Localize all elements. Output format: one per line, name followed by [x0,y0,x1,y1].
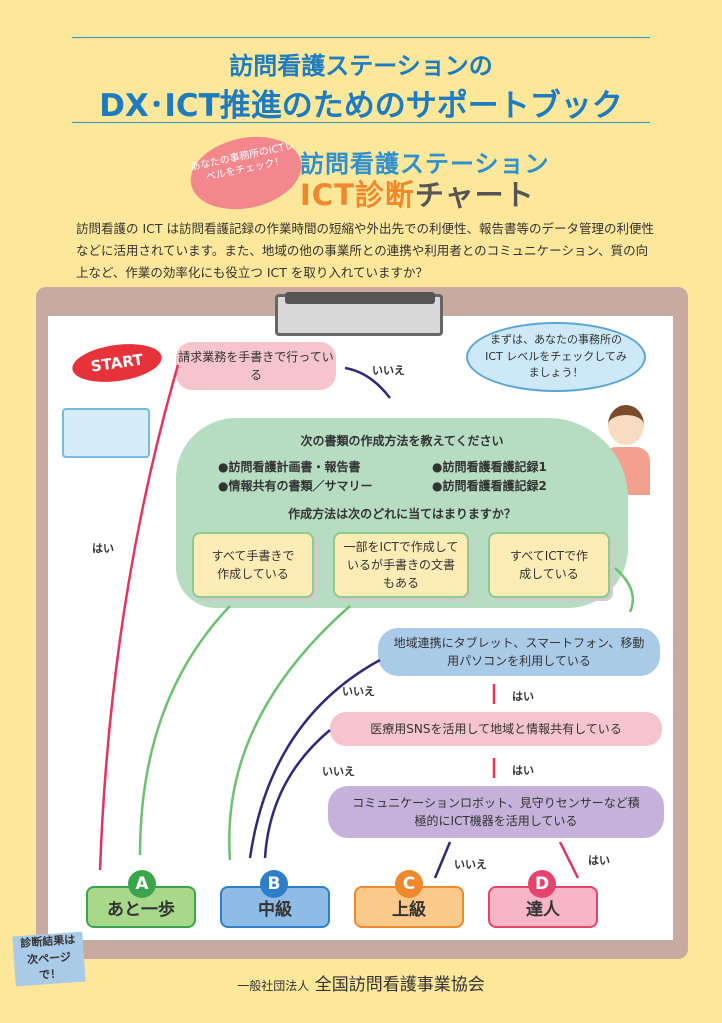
label-yes: はい [588,854,610,867]
doc-item: ●訪問看護看護記録1 [432,460,547,474]
option-partial-ict: 一部をICTで作成しているが手書きの文書もある [333,532,469,598]
org-type: 一般社団法人 [237,979,310,993]
question-ict-devices: コミュニケーションロボット、見守りセンサーなど積極的にICT機器を活用している [328,786,664,838]
top-rule [72,37,650,38]
question-handwritten-billing: 請求業務を手書きで行っている [176,342,336,390]
arrow-yes-A [98,364,180,871]
arrow-all-ict [614,567,635,613]
result-c-badge: C [395,870,423,898]
result-c: 上級 [354,886,464,928]
intro-text: 訪問看護の ICT は訪問看護記録の作業時間の短縮や外出先での利便性、報告書等の… [76,221,654,280]
chart-title-line2: ICT診断チャート [300,172,535,214]
result-b: 中級 [220,886,330,928]
arrow-yes-q5-D [558,841,580,879]
label-no: いいえ [454,858,487,871]
title-line1: 訪問看護ステーションの [229,52,493,80]
arrow-no-q3-B [248,658,381,859]
doc-item: ●訪問看護看護記録2 [432,479,547,493]
question-documents-title: 次の書類の作成方法を教えてください [300,434,504,448]
result-a-badge: A [128,870,156,898]
doc-item: ●訪問看護計画書・報告書 [218,460,361,474]
arrow-partial-B [228,605,351,861]
arrow-no-q5-C [433,841,452,879]
footer: 一般社団法人 全国訪問看護事業協会 [0,970,722,995]
title-rule [72,122,650,123]
label-yes: はい [92,542,114,555]
label-yes: はい [512,764,534,777]
question-medical-sns: 医療用SNSを活用して地域と情報共有している [330,712,662,746]
label-no: いいえ [372,364,405,377]
label-yes: はい [512,690,534,703]
org-name: 全国訪問看護事業協会 [314,975,485,995]
chart-title-chart: チャート [414,178,535,212]
arrow-handwritten-A [138,605,231,856]
arrow-no-q4-B [263,729,331,859]
chart-title-ict: ICT診断 [300,178,415,212]
question-method: 作成方法は次のどれに当てはまりますか？ [288,507,516,521]
arrow-no-1 [344,366,391,399]
title-line2: DX･ICT推進のためのサポートブック [99,88,623,124]
clip-bar [285,292,435,304]
option-all-handwritten: すべて手書きで作成している [192,532,314,598]
option-all-ict: すべてICTで作成している [488,532,610,598]
result-b-badge: B [260,870,288,898]
doc-item: ●情報共有の書類／サマリー [218,479,373,493]
question-mobile-devices: 地域連携にタブレット、スマートフォン、移動用パソコンを利用している [378,628,660,676]
label-no: いいえ [322,765,355,778]
result-d-badge: D [528,870,556,898]
speech-bubble: まずは、あなたの事務所のICT レベルをチェックしてみましょう！ [466,322,646,392]
book-icon [62,408,150,458]
chart-title-line1: 訪問看護ステーション [300,150,550,178]
label-no: いいえ [342,685,375,698]
